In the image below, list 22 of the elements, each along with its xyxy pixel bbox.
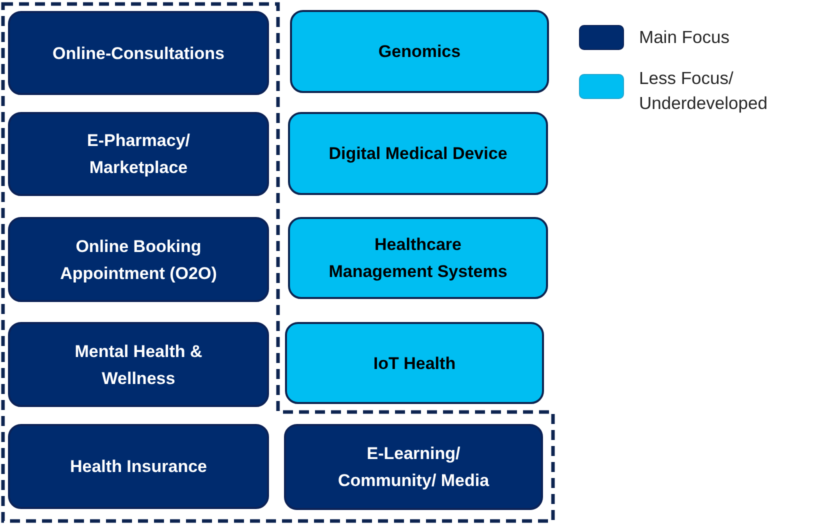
category-box [288,112,548,195]
category-label: Mental Health & Wellness [74,340,204,390]
category-label: E-Learning/ Community/ Media [336,443,490,492]
category-box [8,322,269,407]
category-box [288,217,548,299]
category-box [8,424,269,509]
legend-label: Main Focus [639,26,730,49]
category-box [8,11,269,95]
category-box [285,322,544,404]
category-box [290,10,549,93]
category-box [8,112,269,196]
category-label: E-Pharmacy/ Marketplace [86,130,191,179]
category-label: Digital Medical Device [328,143,508,165]
category-label: Online-Consultations [52,42,224,64]
category-label: Healthcare Management Systems [328,234,508,283]
legend-label: Less Focus/ Underdeveloped [639,67,768,115]
category-label: Genomics [378,41,461,63]
category-box [284,424,543,510]
category-box [8,217,269,302]
category-label: Health Insurance [70,456,207,478]
category-label: Online Booking Appointment (O2O) [59,236,218,284]
category-label: IoT Health [373,352,456,374]
